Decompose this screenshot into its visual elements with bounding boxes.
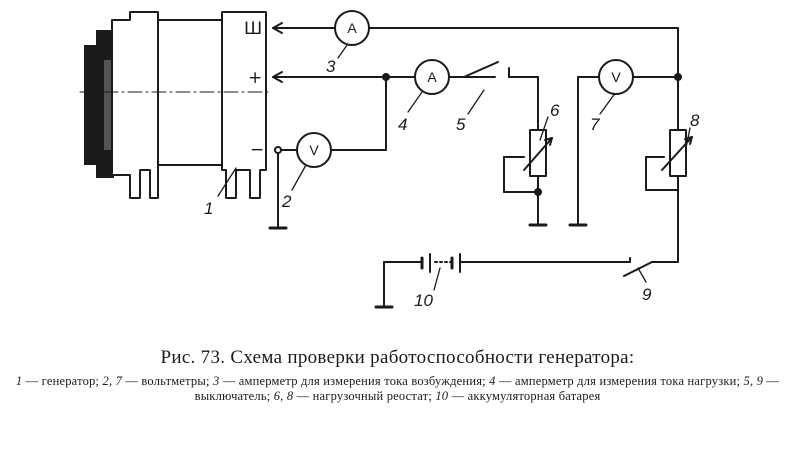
generator-pulley	[84, 30, 114, 178]
terminal-label-plus: +	[248, 68, 262, 88]
rheostat-8	[645, 129, 693, 263]
legend-item-number: 6, 8	[273, 389, 294, 403]
voltmeter-2: V	[296, 132, 332, 168]
label-9: 9	[642, 285, 652, 304]
voltmeter-7: V	[598, 59, 634, 95]
switch-5	[463, 61, 539, 78]
generator	[79, 11, 271, 199]
label-4: 4	[398, 115, 407, 134]
legend-item-text: — вольтметры;	[122, 374, 213, 388]
legend-item-number: 3	[212, 374, 220, 388]
terminal-label-minus: −	[250, 140, 264, 160]
figure-caption-title: Рис. 73. Схема проверки работоспособност…	[160, 347, 635, 368]
terminal-minus	[268, 146, 297, 230]
legend-item-number: 2, 7	[102, 374, 123, 388]
label-2: 2	[281, 192, 292, 211]
terminal-sh	[272, 22, 667, 34]
figure-legend: 1 — генератор; 2, 7 — вольтметры; 3 — ам…	[4, 374, 791, 404]
legend-item-text: — амперметр для измерения тока возбужден…	[219, 374, 490, 388]
legend-item-text: — генератор;	[22, 374, 103, 388]
generator-body	[111, 11, 223, 199]
svg-text:V: V	[611, 69, 621, 85]
ammeter-3: A	[334, 10, 370, 46]
rheostat-6	[503, 76, 553, 227]
label-8: 8	[690, 111, 700, 130]
legend-item-text: — нагрузочный реостат;	[293, 389, 436, 403]
label-5: 5	[456, 115, 466, 134]
legend-item-number: 5, 9	[743, 374, 764, 388]
label-1: 1	[204, 199, 213, 218]
label-3: 3	[326, 57, 336, 76]
label-6: 6	[550, 101, 560, 120]
svg-text:A: A	[347, 20, 357, 36]
switch-9	[623, 257, 679, 277]
terminal-label-sh: Ш	[244, 19, 262, 39]
svg-text:A: A	[427, 69, 437, 85]
legend-item-number: 1	[15, 374, 23, 388]
svg-text:V: V	[309, 142, 319, 158]
legend-item-text: — выключатель;	[194, 374, 780, 403]
legend-item-number: 10	[435, 389, 449, 403]
battery-10	[383, 253, 461, 273]
generator-end-cover	[221, 11, 267, 199]
ammeter-4: A	[414, 59, 450, 95]
label-10: 10	[414, 291, 433, 310]
generator-test-circuit-diagram: A A V V Ш + − 1 2 3 4 5 6 7 8 9 10	[79, 10, 700, 310]
legend-item-text: — амперметр для измерения тока нагрузки;	[495, 374, 744, 388]
label-7: 7	[590, 115, 600, 134]
legend-item-text: — аккумуляторная батарея	[448, 389, 601, 403]
legend-item-number: 4	[489, 374, 496, 388]
